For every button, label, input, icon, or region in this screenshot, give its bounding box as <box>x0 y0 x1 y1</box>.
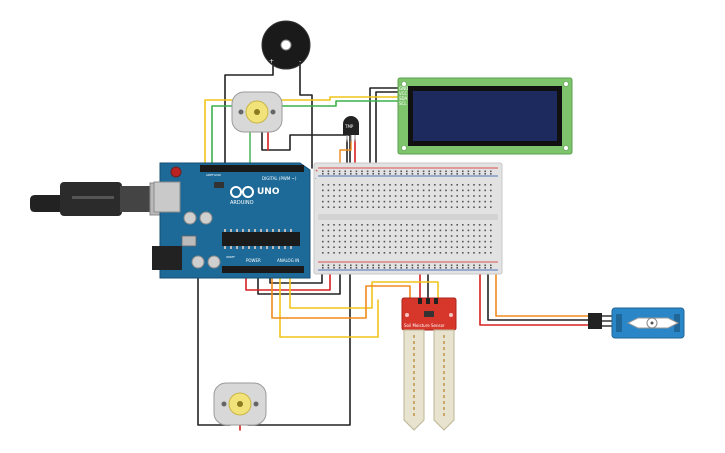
arduino-logo-icon <box>230 186 254 198</box>
breadboard[interactable]: + - <box>313 162 503 275</box>
wire-lcd-sda <box>204 96 399 166</box>
digital-header <box>200 165 304 172</box>
buzzer-plus-label: + <box>269 58 274 65</box>
board-model-label: UNO <box>257 187 280 197</box>
dc-motor-top[interactable] <box>231 91 283 133</box>
wire-bottom-motor-gnd <box>197 261 231 426</box>
wire-5v <box>245 267 331 291</box>
soil-moisture-sensor[interactable]: Soil Moisture Sensor <box>401 297 457 431</box>
temperature-sensor[interactable]: TMP <box>343 116 359 142</box>
lcd-pin-sda: SDA <box>399 96 408 101</box>
wire-motor-top <box>261 131 351 169</box>
lcd-pin-gnd: GND <box>399 86 408 91</box>
wire-bottom-motor-sig <box>247 261 351 426</box>
soil-sensor-label: Soil Moisture Sensor <box>404 323 445 328</box>
servo-motor[interactable] <box>588 307 685 339</box>
lcd-screen <box>413 91 557 141</box>
atmega-chip <box>222 232 300 246</box>
usb-cable <box>30 182 167 216</box>
board-brand-label: ARDUINO <box>230 200 254 206</box>
arduino-uno-board[interactable]: UNO ARDUINO DIGITAL (PWM ~) POWER ANALOG… <box>152 162 311 279</box>
power-analog-header <box>222 266 304 273</box>
wire-soil-sig <box>289 261 439 309</box>
gnd-label: GND <box>214 173 222 177</box>
wire-power-gnd <box>257 267 341 295</box>
wire-servo-gnd <box>487 269 589 321</box>
analog-label: ANALOG IN <box>277 258 299 263</box>
buzzer-minus-label: - <box>299 58 301 65</box>
wire-lcd-gnd <box>369 87 399 169</box>
usb-port <box>153 181 181 213</box>
lcd-pin-vcc: VCC <box>399 91 408 96</box>
lcd-pin-scl: SCL <box>399 101 407 106</box>
wire-a0-yellow <box>279 261 379 338</box>
servo-connector <box>588 313 602 329</box>
wire-orange-a1 <box>271 261 411 319</box>
power-label: POWER <box>246 258 261 263</box>
digital-header-label: DIGITAL (PWM ~) <box>262 176 297 181</box>
rail-minus-label: - <box>315 176 317 181</box>
rail-plus-label: + <box>315 168 318 173</box>
piezo-buzzer[interactable]: + - <box>261 20 311 70</box>
breadboard-holes <box>322 170 492 269</box>
wire-servo-vcc <box>479 269 589 326</box>
wire-buzzer-signal <box>299 59 313 169</box>
wire-tmp-signal <box>339 139 352 169</box>
reset-button[interactable] <box>170 166 182 178</box>
wire-servo-signal <box>495 269 589 317</box>
power-jack <box>152 246 182 270</box>
wire-buzzer-gnd <box>224 61 274 166</box>
wires <box>197 59 589 431</box>
wire-lcd-vcc <box>375 91 399 169</box>
dc-motor-bottom[interactable] <box>213 382 267 426</box>
aref-label: AREF <box>206 173 214 177</box>
lcd-display[interactable]: GND VCC SDA SCL <box>397 77 573 155</box>
ioref-label: IOREF <box>226 255 235 259</box>
tmp-label: TMP <box>344 124 354 129</box>
wire-lcd-scl <box>211 100 399 166</box>
